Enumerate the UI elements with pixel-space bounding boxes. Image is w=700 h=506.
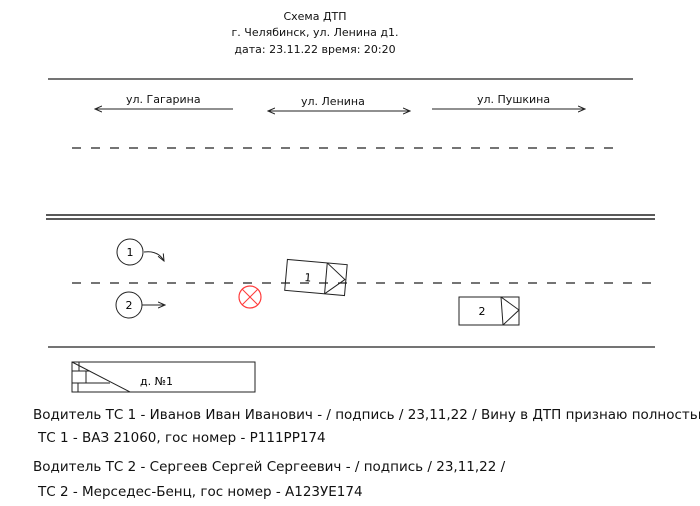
- house-label: д. №1: [140, 375, 173, 388]
- vehicle-2-box-label: 2: [479, 305, 486, 318]
- vehicle-1-box: 1: [284, 258, 348, 297]
- vehicle-2-marker-label: 2: [126, 299, 133, 312]
- vehicle-1-marker: 1: [116, 238, 164, 266]
- vehicle-1-box-label: 1: [304, 271, 312, 285]
- house-1: д. №1: [71, 361, 256, 393]
- driver-1-statement: Водитель ТС 1 - Иванов Иван Иванович - /…: [33, 407, 700, 423]
- vehicle-2-info: ТС 2 - Мерседес-Бенц, гос номер - А123УЕ…: [38, 484, 363, 500]
- street-label-pushkina: ул. Пушкина: [477, 93, 551, 106]
- scheme-datetime: дата: 23.11.22 время: 20:20: [234, 43, 396, 56]
- curved-arrow-icon: [143, 251, 164, 261]
- vehicle-1-info: ТС 1 - ВАЗ 21060, гос номер - Р111РР174: [38, 430, 326, 446]
- collision-point-icon: [238, 285, 262, 309]
- street-label-lenina: ул. Ленина: [301, 95, 365, 108]
- scheme-title: Схема ДТП: [283, 10, 347, 23]
- scheme-address: г. Челябинск, ул. Ленина д1.: [231, 26, 399, 39]
- vehicle-2-box: 2: [458, 296, 520, 326]
- street-label-gagarina: ул. Гагарина: [126, 93, 201, 106]
- vehicle-2-marker: 2: [115, 291, 165, 319]
- vehicle-1-marker-label: 1: [127, 246, 134, 259]
- driver-2-statement: Водитель ТС 2 - Сергеев Сергей Сергеевич…: [33, 459, 506, 475]
